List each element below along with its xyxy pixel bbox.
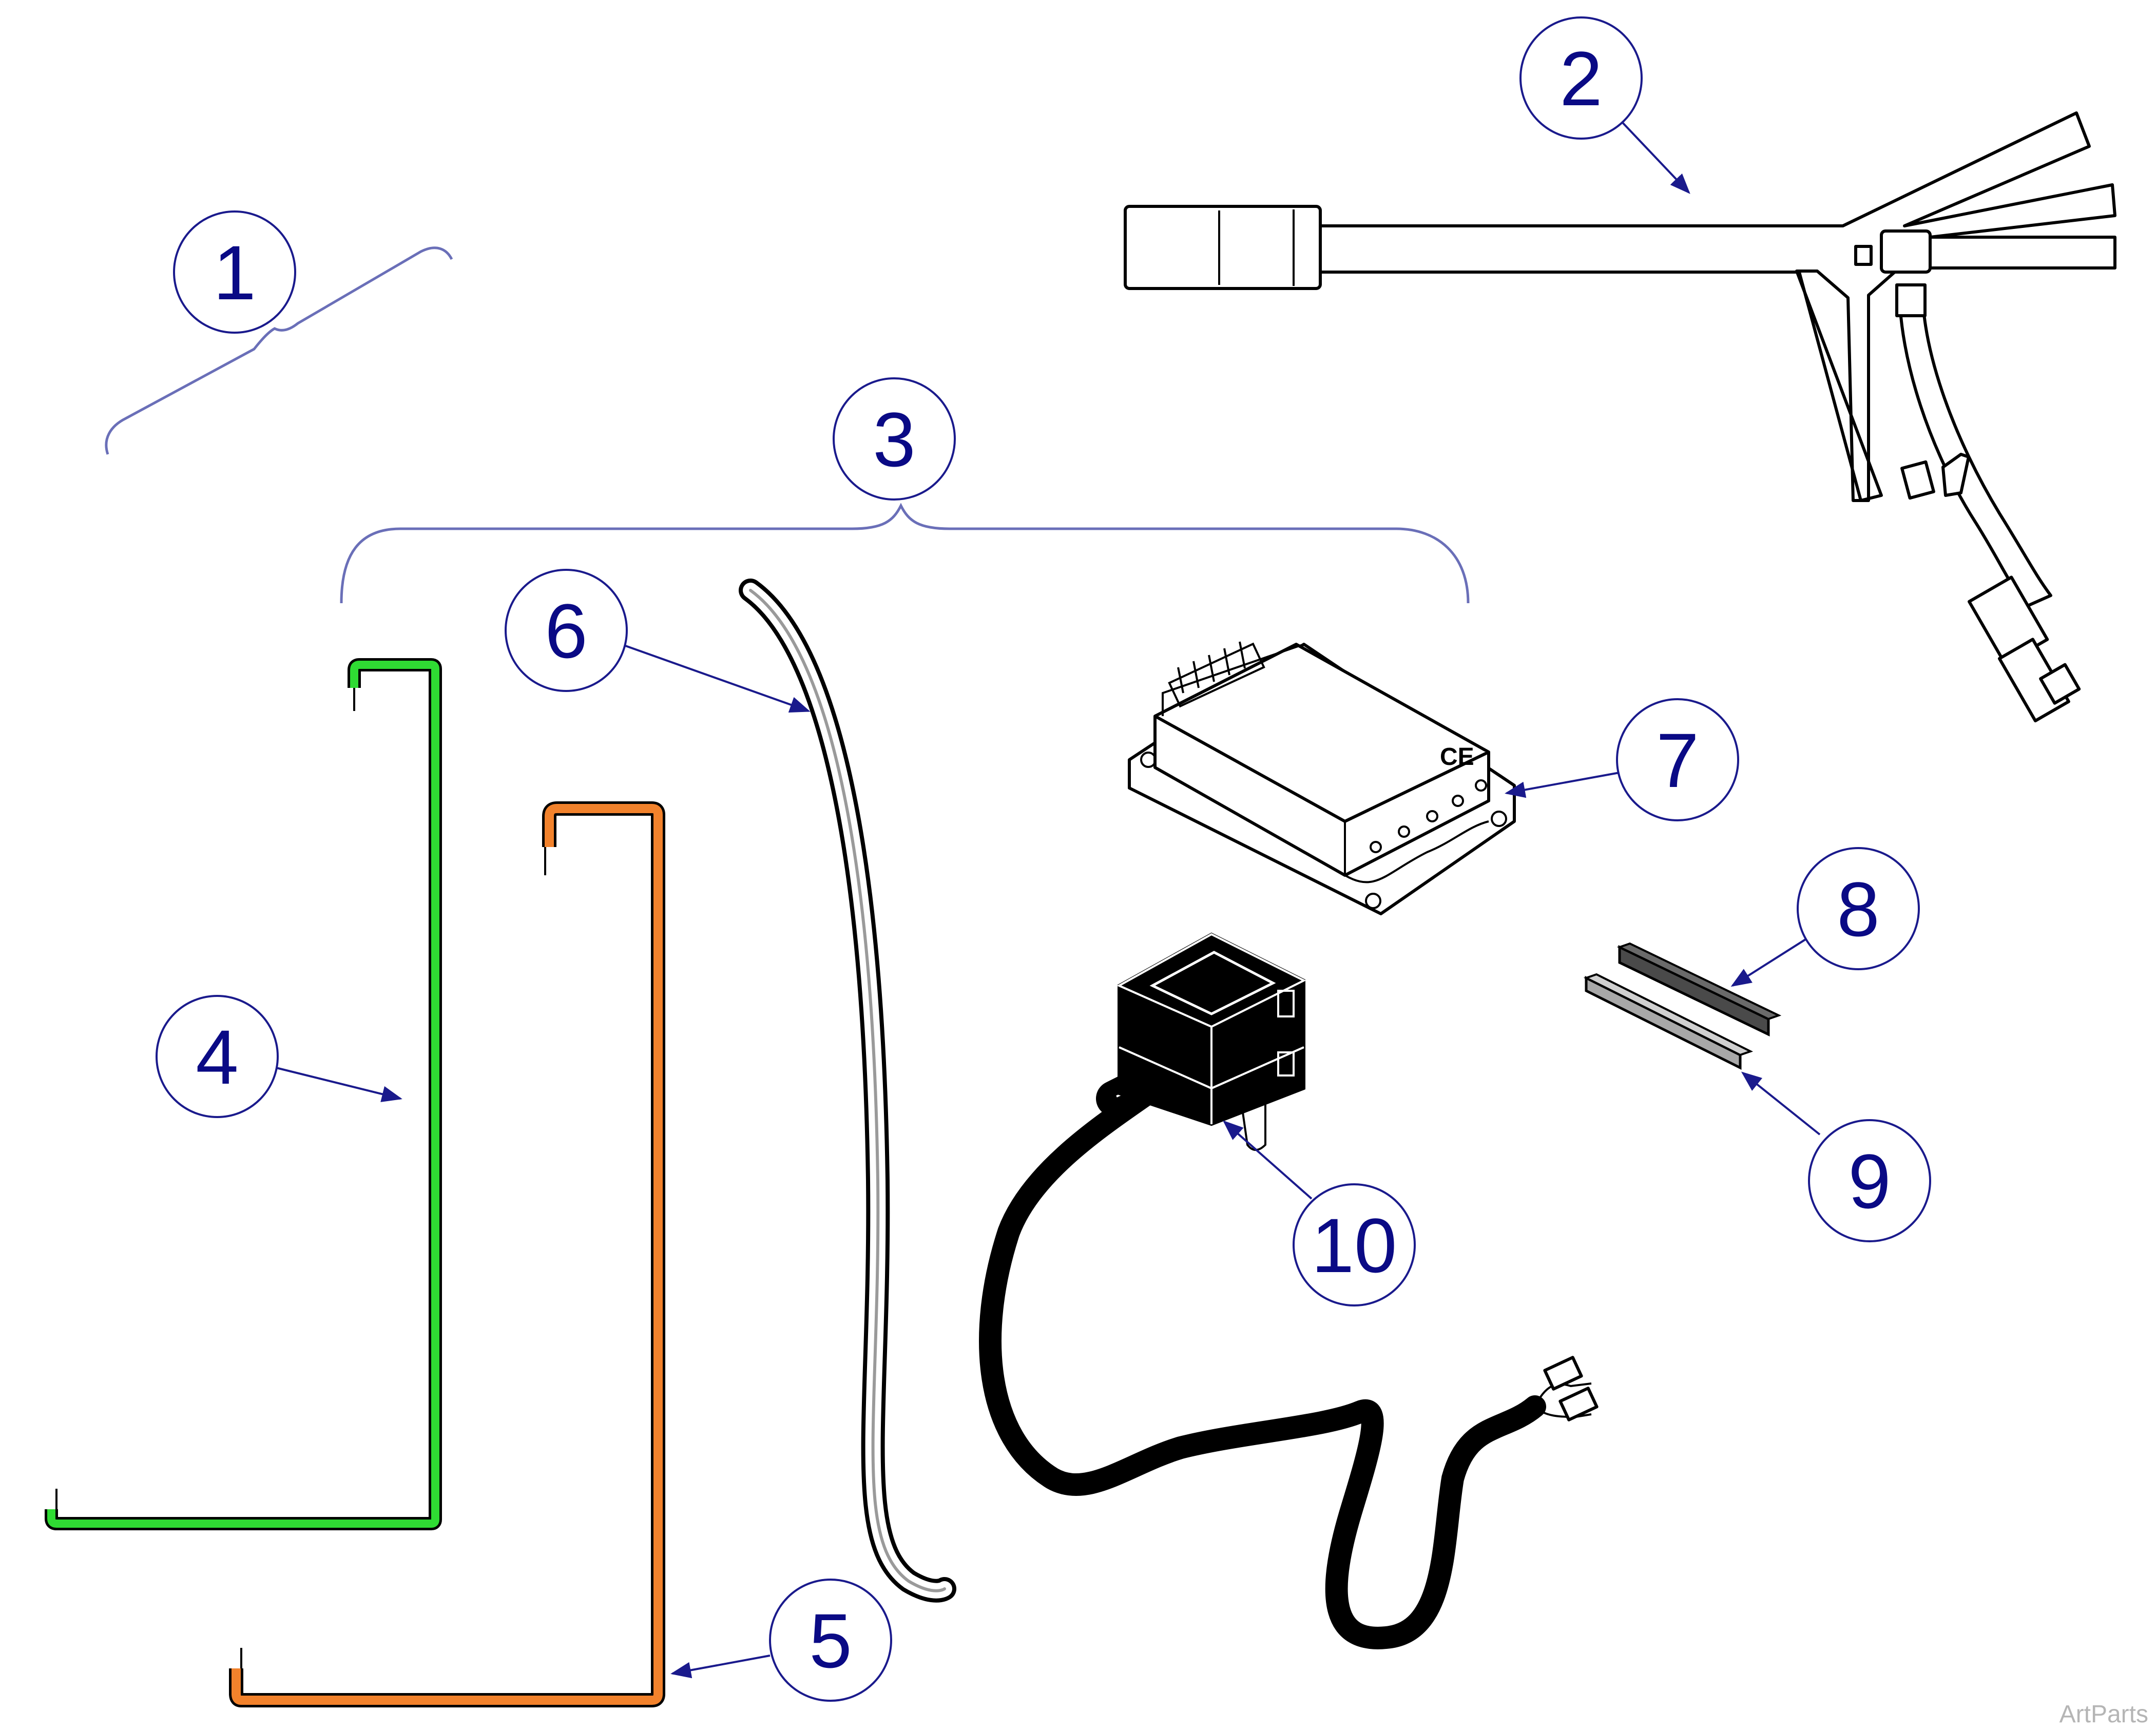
callout-8: 8 — [1797, 847, 1920, 970]
callout-10: 10 — [1293, 1183, 1416, 1306]
power-adapter — [979, 932, 1599, 1649]
leader-9 — [1741, 1071, 1821, 1136]
leader-10 — [1223, 1120, 1313, 1200]
strip-8 — [1616, 942, 1782, 1036]
bracket-1 — [105, 246, 453, 455]
green-wire — [45, 658, 442, 1530]
svg-text:1: 1 — [213, 229, 256, 316]
connector-pins — [1370, 779, 1487, 853]
svg-text:6: 6 — [545, 588, 587, 674]
leader-7 — [1505, 772, 1620, 798]
watermark: ArtParts — [2059, 1701, 2148, 1728]
svg-text:2: 2 — [1560, 35, 1602, 122]
green-wire-fill — [47, 661, 439, 1528]
orange-wire-fill — [232, 804, 663, 1705]
svg-text:8: 8 — [1837, 866, 1879, 952]
svg-text:9: 9 — [1848, 1138, 1891, 1224]
leader-8 — [1730, 936, 1811, 987]
svg-text:10: 10 — [1312, 1202, 1397, 1289]
callout-7: 7 — [1616, 698, 1739, 821]
tubing — [739, 579, 956, 1603]
ce-mark: CE — [1440, 743, 1474, 771]
svg-text:5: 5 — [809, 1598, 852, 1684]
svg-text:4: 4 — [196, 1014, 238, 1100]
callout-2: 2 — [1519, 16, 1643, 140]
orange-wire — [229, 801, 665, 1707]
callout-4: 4 — [156, 995, 279, 1118]
leader-4 — [276, 1067, 402, 1102]
svg-text:7: 7 — [1656, 717, 1699, 803]
leader-6 — [621, 643, 811, 713]
callout-9: 9 — [1808, 1119, 1931, 1242]
svg-text:3: 3 — [873, 396, 915, 483]
callout-5: 5 — [769, 1579, 892, 1702]
callout-1: 1 — [173, 210, 296, 334]
callout-3: 3 — [833, 377, 956, 501]
hose-assembly — [1124, 111, 2116, 723]
leader-5 — [670, 1655, 771, 1679]
control-module: CE — [1128, 641, 1516, 915]
bracket-3 — [340, 503, 1470, 604]
terminal-block — [1168, 641, 1265, 708]
leader-2 — [1621, 121, 1690, 194]
callout-6: 6 — [505, 569, 628, 692]
strip-9 — [1583, 973, 1754, 1070]
